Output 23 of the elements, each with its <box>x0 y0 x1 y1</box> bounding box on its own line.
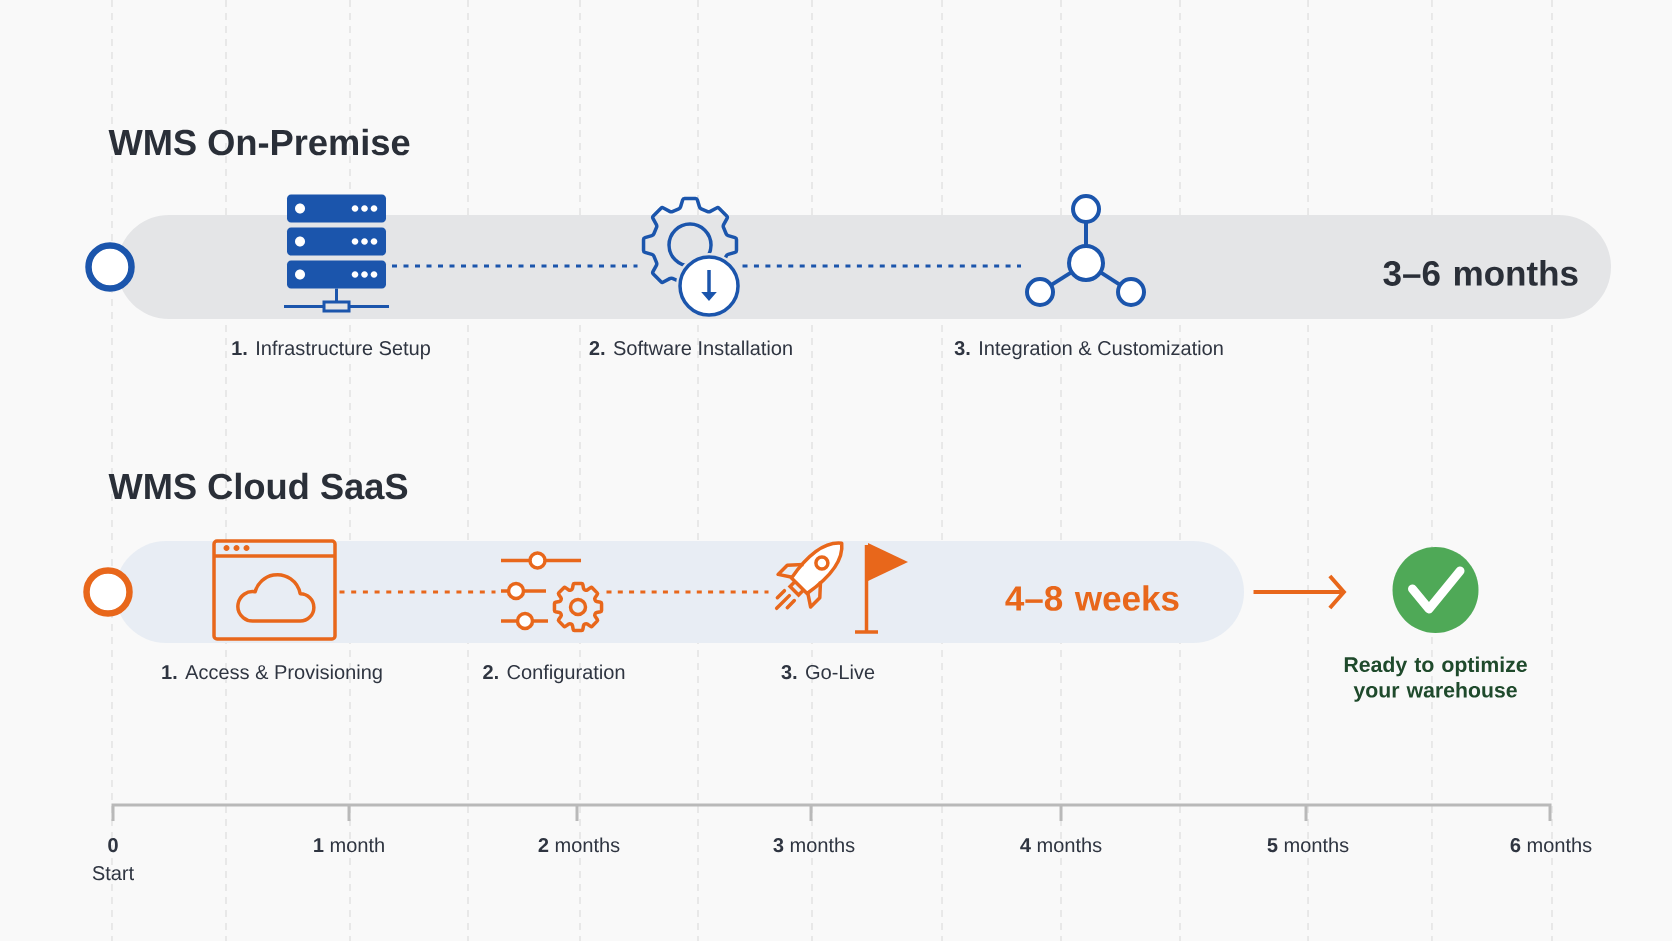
axis-label: 5 months <box>1267 837 1349 853</box>
axis-label: 4 months <box>1020 837 1102 853</box>
dotted-line <box>392 264 638 268</box>
start-circle <box>83 567 133 617</box>
caption-text: Ready to optimize your warehouse <box>1344 656 1527 702</box>
start-circle <box>85 242 135 292</box>
axis-label: Start <box>92 866 134 881</box>
step-label: 3. Integration & Customization <box>954 340 1223 360</box>
arrow <box>1253 574 1347 610</box>
dotted-line <box>606 590 769 594</box>
dotted-line <box>339 590 496 594</box>
step-label: 1. Access & Provisioning <box>162 664 382 684</box>
axis-label: 0 <box>108 838 118 853</box>
step-label: 2. Software Installation <box>589 340 792 356</box>
axis-label: 2 months <box>538 837 620 853</box>
axis-label: 3 months <box>773 837 855 853</box>
step-label: 2. Configuration <box>483 664 625 684</box>
section-heading: WMS Cloud SaaS <box>108 472 408 500</box>
axis-label: 1 month <box>314 837 384 853</box>
step-label: 1. Infrastructure Setup <box>232 340 430 360</box>
step-label: 3. Go-Live <box>781 664 875 680</box>
section-heading: WMS On-Premise <box>108 128 410 156</box>
axis-label: 6 months <box>1510 837 1592 853</box>
